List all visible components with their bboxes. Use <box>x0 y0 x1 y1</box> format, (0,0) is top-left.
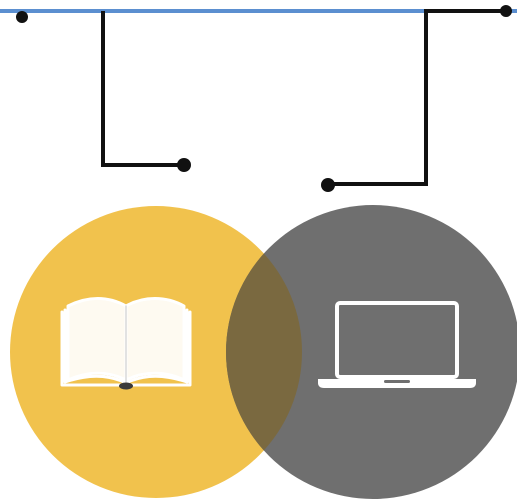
laptop-notch <box>384 380 410 383</box>
connector-right <box>330 9 505 186</box>
open-book-icon <box>60 297 192 387</box>
connector-right-dot <box>321 178 335 192</box>
laptop-icon <box>318 301 476 388</box>
connector-left-dot <box>177 158 191 172</box>
right-circle <box>226 205 517 499</box>
top-left-dot <box>16 11 28 23</box>
book-spine-bottom <box>119 382 133 390</box>
connector-right-end-dot <box>500 5 512 17</box>
connector-left <box>101 11 183 167</box>
